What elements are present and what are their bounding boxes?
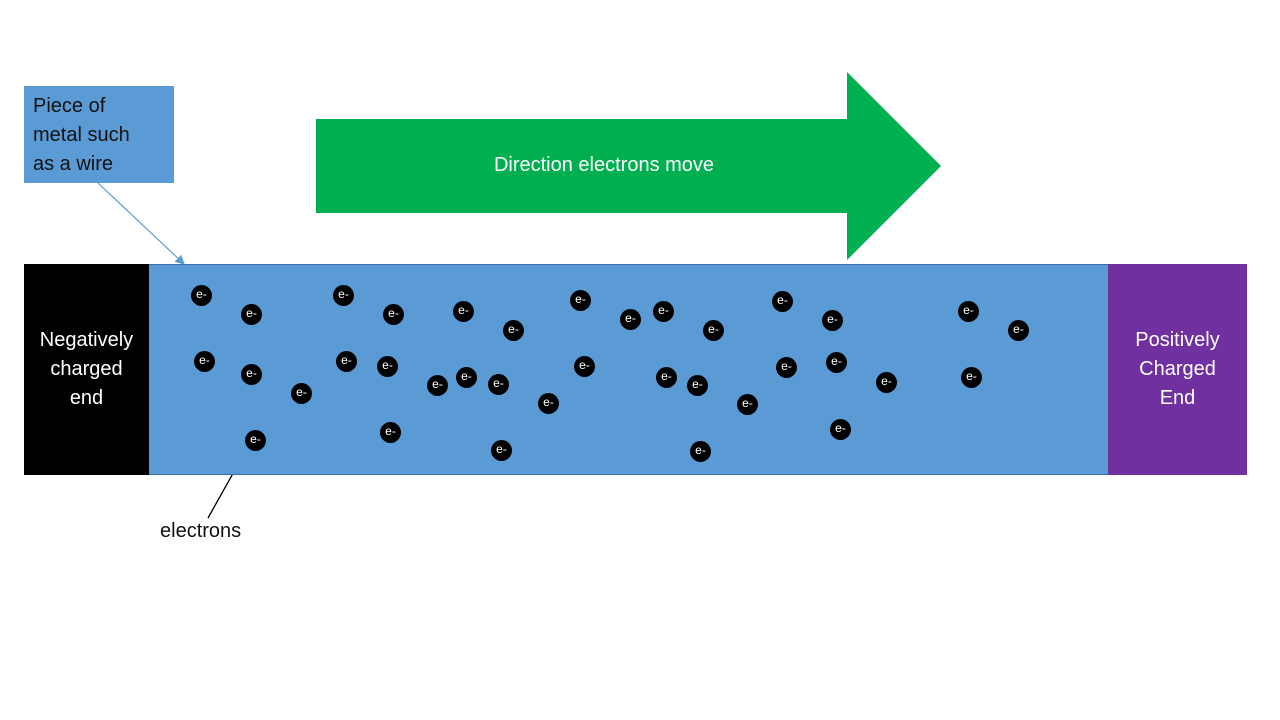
electron: e- <box>570 290 591 311</box>
electron: e- <box>656 367 677 388</box>
electron: e- <box>503 320 524 341</box>
electron: e- <box>427 375 448 396</box>
electron: e- <box>772 291 793 312</box>
electron: e- <box>1008 320 1029 341</box>
electron: e- <box>377 356 398 377</box>
callout-line-2: metal such <box>33 124 130 146</box>
electron: e- <box>241 304 262 325</box>
electron: e- <box>737 394 758 415</box>
electron: e- <box>690 441 711 462</box>
electron: e- <box>703 320 724 341</box>
negative-end: Negatively charged end <box>24 264 149 475</box>
callout-line-1: Piece of <box>33 95 106 117</box>
callout-line-3: as a wire <box>33 153 114 175</box>
electron: e- <box>191 285 212 306</box>
direction-arrow-shape <box>316 72 941 260</box>
electron: e- <box>620 309 641 330</box>
electron: e- <box>687 375 708 396</box>
positive-end-label: Positively Charged End <box>1135 329 1220 409</box>
electron: e- <box>776 357 797 378</box>
metal-callout-box: Piece of metal such as a wire <box>24 86 174 183</box>
positive-end: Positively Charged End <box>1108 264 1247 475</box>
electron: e- <box>291 383 312 404</box>
electron: e- <box>961 367 982 388</box>
electron: e- <box>383 304 404 325</box>
electron: e- <box>241 364 262 385</box>
electron: e- <box>333 285 354 306</box>
electrons-label: electrons <box>160 520 242 542</box>
metal-wire-body <box>149 264 1108 475</box>
electron: e- <box>826 352 847 373</box>
electron: e- <box>488 374 509 395</box>
electron: e- <box>491 440 512 461</box>
electron: e- <box>336 351 357 372</box>
electron: e- <box>574 356 595 377</box>
electron: e- <box>453 301 474 322</box>
electron: e- <box>653 301 674 322</box>
electron: e- <box>876 372 897 393</box>
electron: e- <box>194 351 215 372</box>
callout-leader-line <box>97 182 185 265</box>
electron: e- <box>822 310 843 331</box>
electron: e- <box>380 422 401 443</box>
electron: e- <box>538 393 559 414</box>
electron: e- <box>456 367 477 388</box>
negative-end-label: Negatively charged end <box>39 329 134 409</box>
electron: e- <box>958 301 979 322</box>
electron: e- <box>830 419 851 440</box>
arrow-label: Direction electrons move <box>493 154 715 176</box>
electron: e- <box>245 430 266 451</box>
